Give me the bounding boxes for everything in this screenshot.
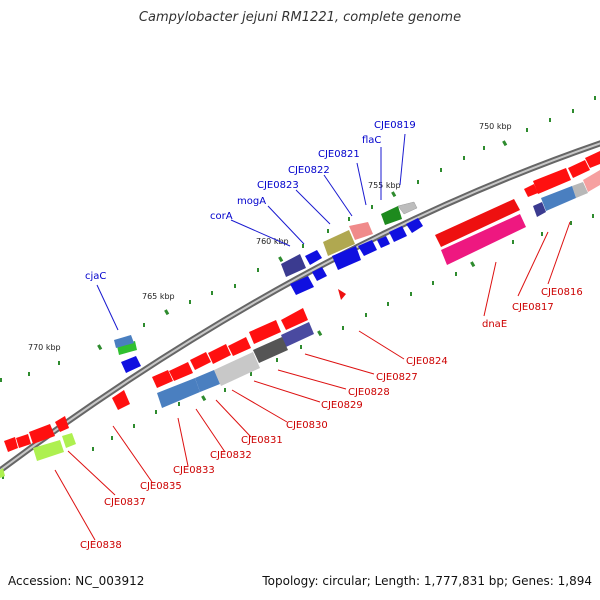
gene-lime-edge[interactable] — [0, 468, 5, 478]
gene-red-b7[interactable] — [29, 424, 55, 444]
label-cje0835[interactable]: CJE0835 — [140, 481, 182, 492]
gene-red-b9[interactable] — [16, 434, 31, 448]
gene-cje0824[interactable] — [281, 308, 308, 330]
gene-mogA[interactable] — [305, 250, 322, 265]
label-cje0827[interactable]: CJE0827 — [376, 372, 418, 383]
label-cjac[interactable]: cjaC — [85, 271, 106, 282]
scale-label-765: 765 kbp — [142, 292, 175, 301]
label-cje0816[interactable]: CJE0816 — [541, 287, 583, 298]
gene-red-b6[interactable] — [152, 370, 173, 388]
gene-red-b3[interactable] — [208, 344, 231, 364]
gene-cje0838[interactable] — [62, 433, 76, 448]
gene-cje0827[interactable] — [281, 322, 314, 347]
gene-cje0822[interactable] — [323, 230, 355, 256]
reverse-leader-lines — [54, 221, 571, 541]
gene-blue-3[interactable] — [377, 236, 390, 248]
gene-blue-7[interactable] — [312, 267, 327, 281]
gene-flac[interactable] — [381, 206, 402, 225]
gene-red-top-1[interactable] — [533, 168, 571, 194]
gene-cje0830[interactable] — [195, 370, 220, 392]
gene-blue-1[interactable] — [406, 218, 423, 233]
gene-cjac-blue[interactable] — [114, 335, 134, 348]
outer-scale-ticks — [0, 96, 596, 382]
gene-red-top-4[interactable] — [568, 160, 590, 178]
gene-red-b2[interactable] — [228, 337, 251, 356]
gene-blue-2[interactable] — [389, 226, 407, 242]
scale-label-760: 760 kbp — [256, 237, 289, 246]
label-cje0824[interactable]: CJE0824 — [406, 356, 448, 367]
label-cje0838[interactable]: CJE0838 — [80, 540, 122, 551]
gene-cjac-green[interactable] — [117, 341, 137, 355]
gene-blue-6[interactable] — [290, 276, 314, 295]
label-cje0830[interactable]: CJE0830 — [286, 420, 328, 431]
label-cje0821[interactable]: CJE0821 — [318, 149, 360, 160]
label-flac[interactable]: flaC — [362, 135, 381, 146]
reverse-strand-genes — [0, 151, 600, 478]
gene-cje0828[interactable] — [253, 337, 288, 363]
label-cje0823[interactable]: CJE0823 — [257, 180, 299, 191]
scale-label-770: 770 kbp — [28, 343, 61, 352]
gene-cje0829[interactable] — [214, 352, 260, 386]
gene-cje0837[interactable] — [33, 440, 64, 461]
gene-cje0817[interactable] — [541, 186, 576, 211]
label-cje0831[interactable]: CJE0831 — [241, 435, 283, 446]
genome-backbone-highlight — [0, 142, 600, 472]
map-title: Campylobacter jejuni RM1221, complete ge… — [138, 10, 462, 25]
gene-red-b1[interactable] — [249, 320, 281, 344]
label-cje0817[interactable]: CJE0817 — [512, 302, 554, 313]
gene-red-top-2[interactable] — [524, 184, 538, 197]
gene-dark-1[interactable] — [281, 254, 306, 277]
forward-labels: CJE0819 flaC CJE0821 CJE0822 CJE0823 mog… — [85, 120, 416, 282]
gene-small-red-marker[interactable] — [338, 289, 346, 300]
gene-cje0821[interactable] — [349, 222, 373, 240]
accession-text: Accession: NC_003912 — [8, 574, 145, 588]
gene-dnae-pink[interactable] — [441, 214, 526, 265]
gene-cje0832[interactable] — [112, 390, 130, 410]
label-cje0837[interactable]: CJE0837 — [104, 497, 146, 508]
gene-red-b4[interactable] — [190, 352, 211, 370]
gene-blue-5[interactable] — [332, 246, 361, 270]
label-cje0833[interactable]: CJE0833 — [173, 465, 215, 476]
forward-leader-lines — [96, 133, 406, 331]
gene-blue-4[interactable] — [358, 240, 377, 256]
label-cje0819[interactable]: CJE0819 — [374, 120, 416, 131]
label-moga[interactable]: mogA — [237, 196, 266, 207]
genome-summary-text: Topology: circular; Length: 1,777,831 bp… — [262, 574, 592, 588]
scale-label-755: 755 kbp — [368, 181, 401, 190]
gene-dnae-red[interactable] — [435, 199, 520, 247]
gene-red-b10[interactable] — [4, 437, 18, 452]
reverse-labels: CJE0816 CJE0817 dnaE CJE0824 CJE0827 CJE… — [80, 287, 583, 551]
forward-strand-genes — [114, 201, 423, 373]
label-dnae[interactable]: dnaE — [482, 319, 507, 330]
gene-red-b5[interactable] — [169, 362, 193, 381]
gene-red-top-3[interactable] — [585, 151, 600, 168]
gene-dark-2[interactable] — [533, 202, 546, 217]
inner-scale-ticks — [2, 214, 594, 479]
label-cje0832[interactable]: CJE0832 — [210, 450, 252, 461]
gene-red-b8[interactable] — [55, 416, 69, 432]
gene-grey-1[interactable] — [572, 182, 588, 198]
label-cje0828[interactable]: CJE0828 — [348, 387, 390, 398]
gene-cje0819[interactable] — [397, 201, 418, 215]
gene-cje0831[interactable] — [157, 378, 200, 408]
gene-cje0816[interactable] — [583, 170, 600, 192]
label-cje0822[interactable]: CJE0822 — [288, 165, 330, 176]
gene-blue-8[interactable] — [121, 356, 141, 373]
scale-label-750: 750 kbp — [479, 122, 512, 131]
label-cora[interactable]: corA — [210, 211, 233, 222]
label-cje0829[interactable]: CJE0829 — [321, 400, 363, 411]
